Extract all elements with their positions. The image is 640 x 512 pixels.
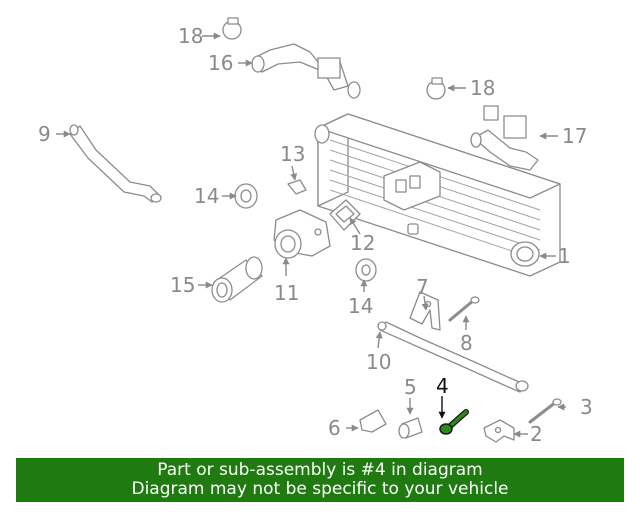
clip-6-part (359, 409, 387, 433)
callout-14b: 14 (348, 294, 373, 318)
bolt-4-part (439, 409, 469, 435)
clamp-14a-part (234, 183, 258, 209)
tube-9-part (69, 124, 162, 203)
banner-line-1: Part or sub-assembly is #4 in diagram (157, 460, 483, 480)
sensor-18a-part (222, 17, 242, 40)
callout-4: 4 (436, 374, 449, 398)
callout-5: 5 (404, 375, 417, 399)
callout-1: 1 (558, 244, 571, 268)
callout-18b: 18 (470, 76, 495, 100)
sensor-13-part (287, 179, 307, 195)
callout-10: 10 (366, 350, 391, 374)
callout-12: 12 (350, 231, 375, 255)
parts-diagram: 18 16 18 17 9 13 14 12 1 11 15 14 7 8 10… (38, 17, 593, 446)
throttle-body-11-part (273, 209, 331, 259)
clamp-14b-part (355, 258, 377, 282)
callout-13: 13 (280, 142, 305, 166)
callout-11: 11 (274, 281, 299, 305)
bracket-2-part (483, 419, 515, 443)
leader-10 (375, 331, 383, 349)
leader-7 (421, 295, 429, 311)
hose-16-part (251, 43, 361, 99)
callout-6: 6 (328, 416, 341, 440)
gasket-12-part (329, 199, 361, 231)
intercooler-part (314, 113, 561, 277)
part-info-banner: Part or sub-assembly is #4 in diagram Di… (16, 458, 624, 502)
callout-18a: 18 (178, 24, 203, 48)
callout-3: 3 (580, 395, 593, 419)
rod-10-part (377, 321, 529, 393)
sensor-18b-part (426, 77, 446, 100)
callout-8: 8 (460, 331, 473, 355)
hose-15-part (211, 256, 263, 303)
hose-17-part (470, 105, 539, 171)
leader-13 (290, 165, 298, 181)
callout-15: 15 (170, 273, 195, 297)
callout-17: 17 (562, 124, 587, 148)
callout-2: 2 (530, 422, 543, 446)
callout-16: 16 (208, 51, 233, 75)
bolt-8-part (448, 296, 480, 322)
callout-7: 7 (416, 275, 429, 299)
bolt-3-part (528, 398, 562, 424)
callout-14a: 14 (194, 184, 219, 208)
banner-line-2: Diagram may not be specific to your vehi… (131, 479, 509, 499)
bushing-5-part (398, 417, 423, 439)
callout-9: 9 (38, 122, 51, 146)
leader-12 (349, 217, 361, 235)
